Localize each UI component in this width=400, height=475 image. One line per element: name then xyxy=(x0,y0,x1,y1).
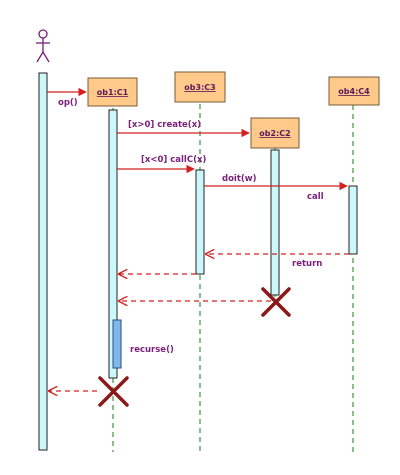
message-return: return xyxy=(206,254,349,269)
object-ob3-label: ob3:C3 xyxy=(184,83,215,92)
ob3-activation-bar xyxy=(195,169,205,275)
actor-icon xyxy=(36,29,50,63)
ob1-destroy-mark xyxy=(98,376,129,407)
message-return-label: return xyxy=(292,259,322,269)
object-ob4[interactable]: ob4:C4 xyxy=(328,76,380,106)
ob4-activation-bar xyxy=(348,185,358,255)
message-callC: [x<0] callC(x) xyxy=(117,155,206,174)
message-recurse-label: recurse() xyxy=(130,345,174,355)
message-doit-label: doit(w) xyxy=(222,174,257,184)
object-ob3[interactable]: ob3:C3 xyxy=(174,71,226,103)
message-op-label: op() xyxy=(58,98,78,108)
message-doit: doit(w) xyxy=(204,174,348,191)
message-callC-label: [x<0] callC(x) xyxy=(141,155,206,165)
object-ob1-label: ob1:C1 xyxy=(97,88,129,97)
message-op: op() xyxy=(47,87,87,108)
object-ob1[interactable]: ob1:C1 xyxy=(87,77,138,107)
object-ob2[interactable]: ob2:C2 xyxy=(250,117,300,149)
ob1-activation-bar xyxy=(108,109,118,379)
actor-activation-bar xyxy=(38,72,48,451)
message-call-label: call xyxy=(307,192,324,202)
ob2-destroy-mark xyxy=(261,287,291,317)
object-ob2-label: ob2:C2 xyxy=(259,129,290,138)
ob1-recurse-activation-bar xyxy=(112,319,122,369)
message-create-label: [x>0] create(x) xyxy=(128,120,201,130)
ob2-activation-bar xyxy=(270,149,280,296)
object-ob4-label: ob4:C4 xyxy=(338,87,370,96)
message-create: [x>0] create(x) xyxy=(117,120,250,138)
